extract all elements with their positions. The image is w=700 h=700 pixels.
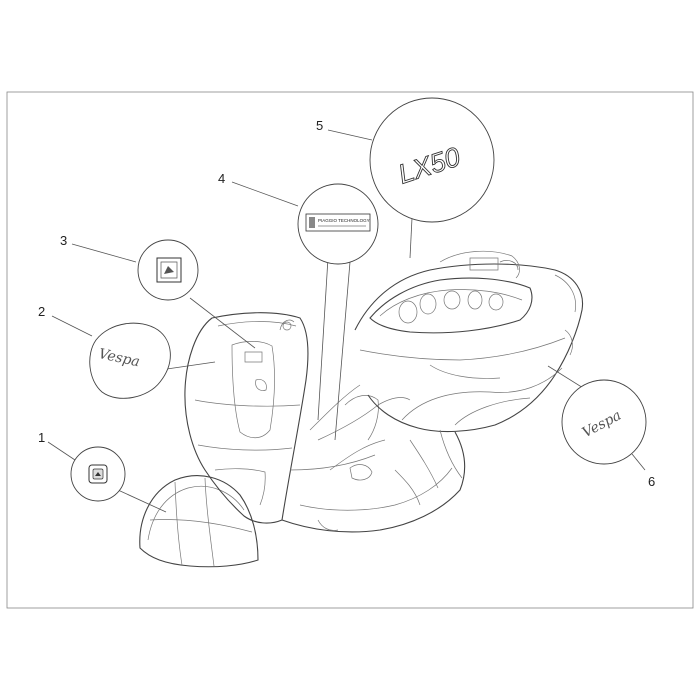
scooter-body: [139, 250, 584, 568]
plate-text: PIAGGIO TECHNOLOGY: [318, 218, 370, 223]
bubble-3: [137, 239, 199, 301]
bubble-4: PIAGGIO TECHNOLOGY: [297, 183, 379, 265]
id-plate: [305, 213, 371, 232]
page-frame: [6, 91, 694, 609]
bubble-1: [70, 446, 126, 502]
leader-lines: [47, 129, 646, 513]
callout-3: 3: [60, 233, 67, 248]
bubble-6: Vespa: [561, 379, 647, 465]
callout-5: 5: [316, 118, 323, 133]
bubble-5: LX50: [369, 97, 495, 223]
callout-2: 2: [38, 304, 45, 319]
callout-numbers: 1 2 3 4 5 6: [38, 118, 655, 489]
callout-1: 1: [38, 430, 45, 445]
callout-4: 4: [218, 171, 225, 186]
callout-6: 6: [648, 474, 655, 489]
